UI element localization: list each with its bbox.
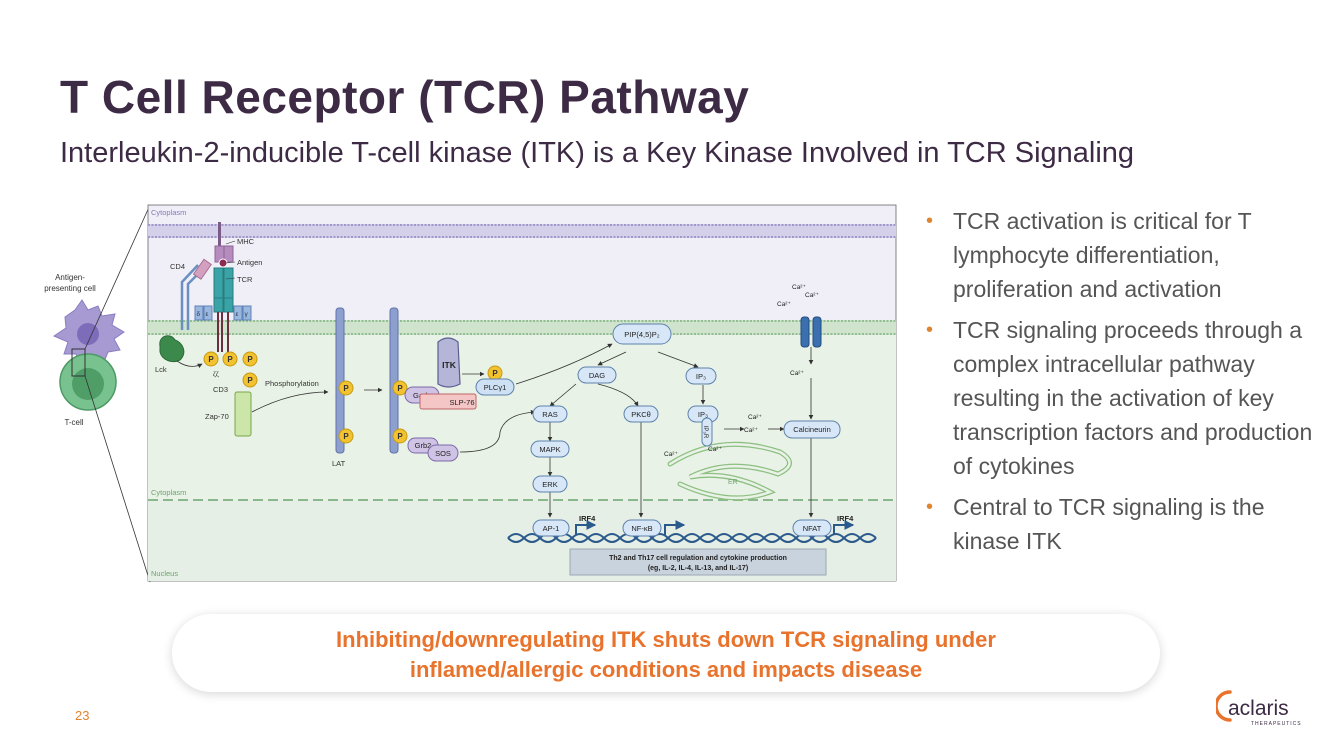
- gamma-label: γ: [245, 311, 249, 318]
- irf4b-label: IRF4: [837, 514, 854, 523]
- bullet-item: TCR signaling proceeds through a complex…: [922, 313, 1322, 483]
- bullet-item: TCR activation is critical for T lymphoc…: [922, 204, 1322, 306]
- phospho-cd3-4: P: [247, 376, 253, 385]
- itk-label: ITK: [442, 360, 457, 370]
- ca-d: Ca²⁺: [790, 370, 804, 377]
- cd4-label: CD4: [170, 262, 185, 271]
- pip2-label: PIP(4,5)P₂: [624, 330, 660, 339]
- slp76-label: SLP-76: [449, 398, 474, 407]
- cytokine-box-line1: Th2 and Th17 cell regulation and cytokin…: [609, 555, 787, 562]
- delta-label: δ: [197, 311, 201, 318]
- tcr-pathway-diagram: Antigen- presenting cell T-cell Cytoplas…: [44, 204, 897, 583]
- aclaris-logo: aclaris THERAPEUTICS: [1216, 690, 1302, 727]
- lat-node: P P LAT: [332, 307, 354, 468]
- antigen-label: Antigen: [237, 258, 262, 267]
- cytoplasm-top-label: Cytoplasm: [151, 208, 186, 217]
- pkc-label: PKCθ: [631, 410, 651, 419]
- phospho-cd3-1: P: [208, 355, 214, 364]
- phosphorylation-label: Phosphorylation: [265, 379, 319, 388]
- phospho-scaffold-2: P: [397, 432, 403, 441]
- calcium-channel: [800, 316, 822, 348]
- ap1-label: AP-1: [543, 524, 560, 533]
- lat-label: LAT: [332, 459, 346, 468]
- ca-b: Ca²⁺: [805, 292, 819, 299]
- tcell-label: T-cell: [64, 418, 83, 427]
- epsilon1-label: ε: [206, 311, 209, 318]
- logo-wordmark: aclaris: [1228, 697, 1289, 720]
- er-organelle: ER IP₃R: [667, 417, 792, 501]
- mhc-label: MHC: [237, 237, 255, 246]
- logo-arc-icon: [1216, 690, 1232, 722]
- ca-c: Ca²⁺: [777, 301, 791, 308]
- calcineurin-label: Calcineurin: [793, 425, 831, 434]
- pathway-nodes: PIP(4,5)P₂ DAG IP₃ RAS PKCθ IP₃ MAPK ERK: [530, 323, 719, 493]
- phospho-plcg1: P: [492, 369, 498, 378]
- dna-strand: [507, 533, 877, 543]
- ras-label: RAS: [542, 410, 557, 419]
- epsilon2-label: ε: [236, 311, 239, 318]
- tcr-label: TCR: [237, 275, 253, 284]
- ip3b-label: IP₃: [698, 410, 708, 419]
- mapk-label: MAPK: [539, 445, 560, 454]
- er-label: ER: [728, 479, 738, 486]
- transcription-factors: AP-1 NF-κB NFAT IRF4 IRF4: [532, 514, 855, 537]
- irf4a-label: IRF4: [579, 514, 596, 523]
- ca-h: Ca²⁺: [708, 446, 722, 453]
- ip3a-label: IP₃: [696, 372, 706, 381]
- erk-label: ERK: [542, 480, 557, 489]
- pathway-arrows: [459, 343, 814, 518]
- ca-g: Ca²⁺: [664, 451, 678, 458]
- phospho-scaffold-1: P: [397, 384, 403, 393]
- cytoplasm-mid-label: Cytoplasm: [151, 488, 186, 497]
- cell-illustration: Antigen- presenting cell T-cell: [44, 204, 151, 583]
- phospho-cd3-2: P: [227, 355, 233, 364]
- bullet-item: Central to TCR signaling is the kinase I…: [922, 490, 1322, 558]
- sos-label: SOS: [435, 449, 451, 458]
- cytokine-box-line2: (eg, IL-2, IL-4, IL-13, and IL-17): [648, 565, 748, 572]
- bullet-list: TCR activation is critical for T lymphoc…: [922, 204, 1322, 565]
- tcr-complex: CD4 α β δ ε ε γ MHC Antigen TCR Lck ζζ C…: [155, 222, 329, 437]
- nfat-label: NFAT: [803, 524, 822, 533]
- lck-label: Lck: [155, 365, 167, 374]
- page-number: 23: [75, 708, 90, 723]
- apc-label-line2: presenting cell: [44, 284, 96, 293]
- phospho-lat-1: P: [343, 384, 349, 393]
- callout-line1: Inhibiting/downregulating ITK shuts down…: [336, 627, 996, 652]
- zeta-label: ζζ: [213, 371, 219, 378]
- calcium-labels: Ca²⁺ Ca²⁺ Ca²⁺ Ca²⁺ Ca²⁺ Ca²⁺ Ca²⁺ Ca²⁺: [664, 284, 819, 458]
- apc-label-line1: Antigen-: [55, 273, 85, 282]
- ca-e: Ca²⁺: [748, 414, 762, 421]
- tcell-membrane: [148, 320, 896, 335]
- callout-box: Inhibiting/downregulating ITK shuts down…: [172, 614, 1160, 692]
- ca-a: Ca²⁺: [792, 284, 806, 291]
- dag-label: DAG: [589, 371, 605, 380]
- plcg1-label: PLCγ1: [484, 383, 507, 392]
- cd3-label: CD3: [213, 385, 228, 394]
- ip3r-label: IP₃R: [702, 426, 708, 439]
- callout-line2: inflamed/allergic conditions and impacts…: [409, 657, 923, 682]
- phospho-cd3-3: P: [247, 355, 253, 364]
- ca-f: Ca²⁺: [744, 427, 758, 434]
- zap70-label: Zap-70: [205, 412, 229, 421]
- page-subtitle: Interleukin-2-inducible T-cell kinase (I…: [60, 137, 1135, 169]
- phospho-group-cd3: P P P P: [203, 351, 258, 388]
- grb2-label: Grb2: [415, 441, 432, 450]
- logo-tagline: THERAPEUTICS: [1251, 721, 1302, 727]
- apc-membrane: [148, 224, 896, 238]
- slp76-complex: P P Gads SLP-76 ITK P PLCγ1 Grb2 SOS: [389, 307, 515, 462]
- nucleus-label: Nucleus: [151, 569, 178, 578]
- page-title: T Cell Receptor (TCR) Pathway: [60, 71, 750, 123]
- nfkb-label: NF-κB: [631, 524, 652, 533]
- phospho-lat-2: P: [343, 432, 349, 441]
